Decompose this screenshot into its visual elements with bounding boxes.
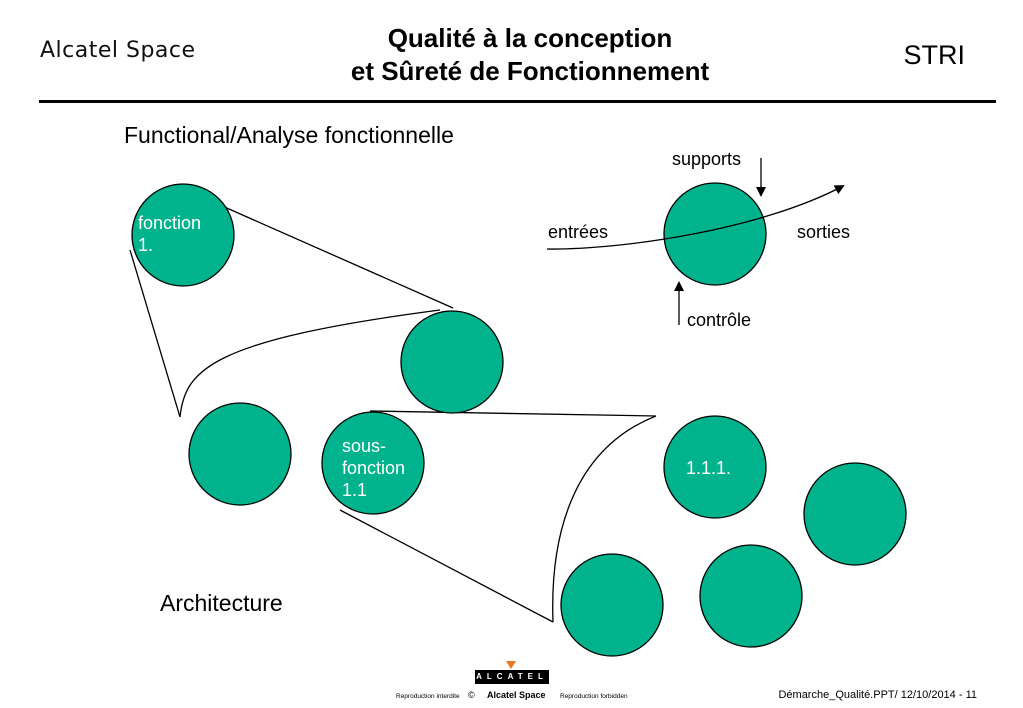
slide-code: STRI (903, 40, 965, 70)
fonction-1-label: fonction 1. (138, 213, 202, 255)
circle-level1-b (400, 310, 504, 414)
funnel-top-line (185, 189, 454, 309)
alcatel-logo: ALCATEL (475, 670, 549, 684)
architecture-label: Architecture (160, 590, 283, 616)
circle-sous-fonction (321, 411, 425, 515)
sub-funnel-bottom-line (339, 509, 554, 623)
control-label: contrôle (687, 310, 752, 330)
footer-brand: Alcatel Space (487, 690, 546, 700)
alcatel-logo-mark-icon (506, 661, 516, 669)
sub-funnel-top-line (369, 410, 657, 417)
inputs-label: entrées (548, 222, 609, 242)
title-line-1: Qualité à la conception (387, 23, 673, 53)
circle-function-box (663, 182, 767, 286)
slide-subtitle: Functional/Analyse fonctionnelle (124, 122, 454, 148)
circle-leaf-d (560, 553, 664, 657)
repro-right: Reproduction forbidden (560, 693, 628, 700)
repro-left: Reproduction interdite (396, 693, 460, 700)
supports-label: supports (672, 149, 742, 169)
slide-title: Qualité à la conception et Sûreté de Fon… (250, 22, 810, 88)
funnel-curve (179, 309, 441, 418)
flow-arrow (546, 185, 845, 250)
footer-reference: Démarche_Qualité.PPT/ 12/10/2014 - 11 (778, 689, 977, 701)
copyright-symbol: © (468, 690, 475, 700)
brand-logo-text: Alcatel Space (40, 38, 196, 63)
circle-fonction-1 (131, 183, 235, 287)
circle-leaf-c (699, 544, 803, 648)
outputs-label: sorties (797, 222, 851, 242)
sub-funnel-curve (552, 415, 657, 623)
leaf-1-1-1-label: 1.1.1. (686, 458, 732, 478)
funnel-left-line (129, 249, 181, 418)
header-rule (39, 100, 996, 103)
sous-fonction-label: sous- fonction 1.1 (342, 436, 406, 500)
circle-leaf-1-1-1 (663, 415, 767, 519)
circle-leaf-b (803, 462, 907, 566)
title-line-2: et Sûreté de Fonctionnement (350, 56, 710, 86)
circle-level1-a (188, 402, 292, 506)
